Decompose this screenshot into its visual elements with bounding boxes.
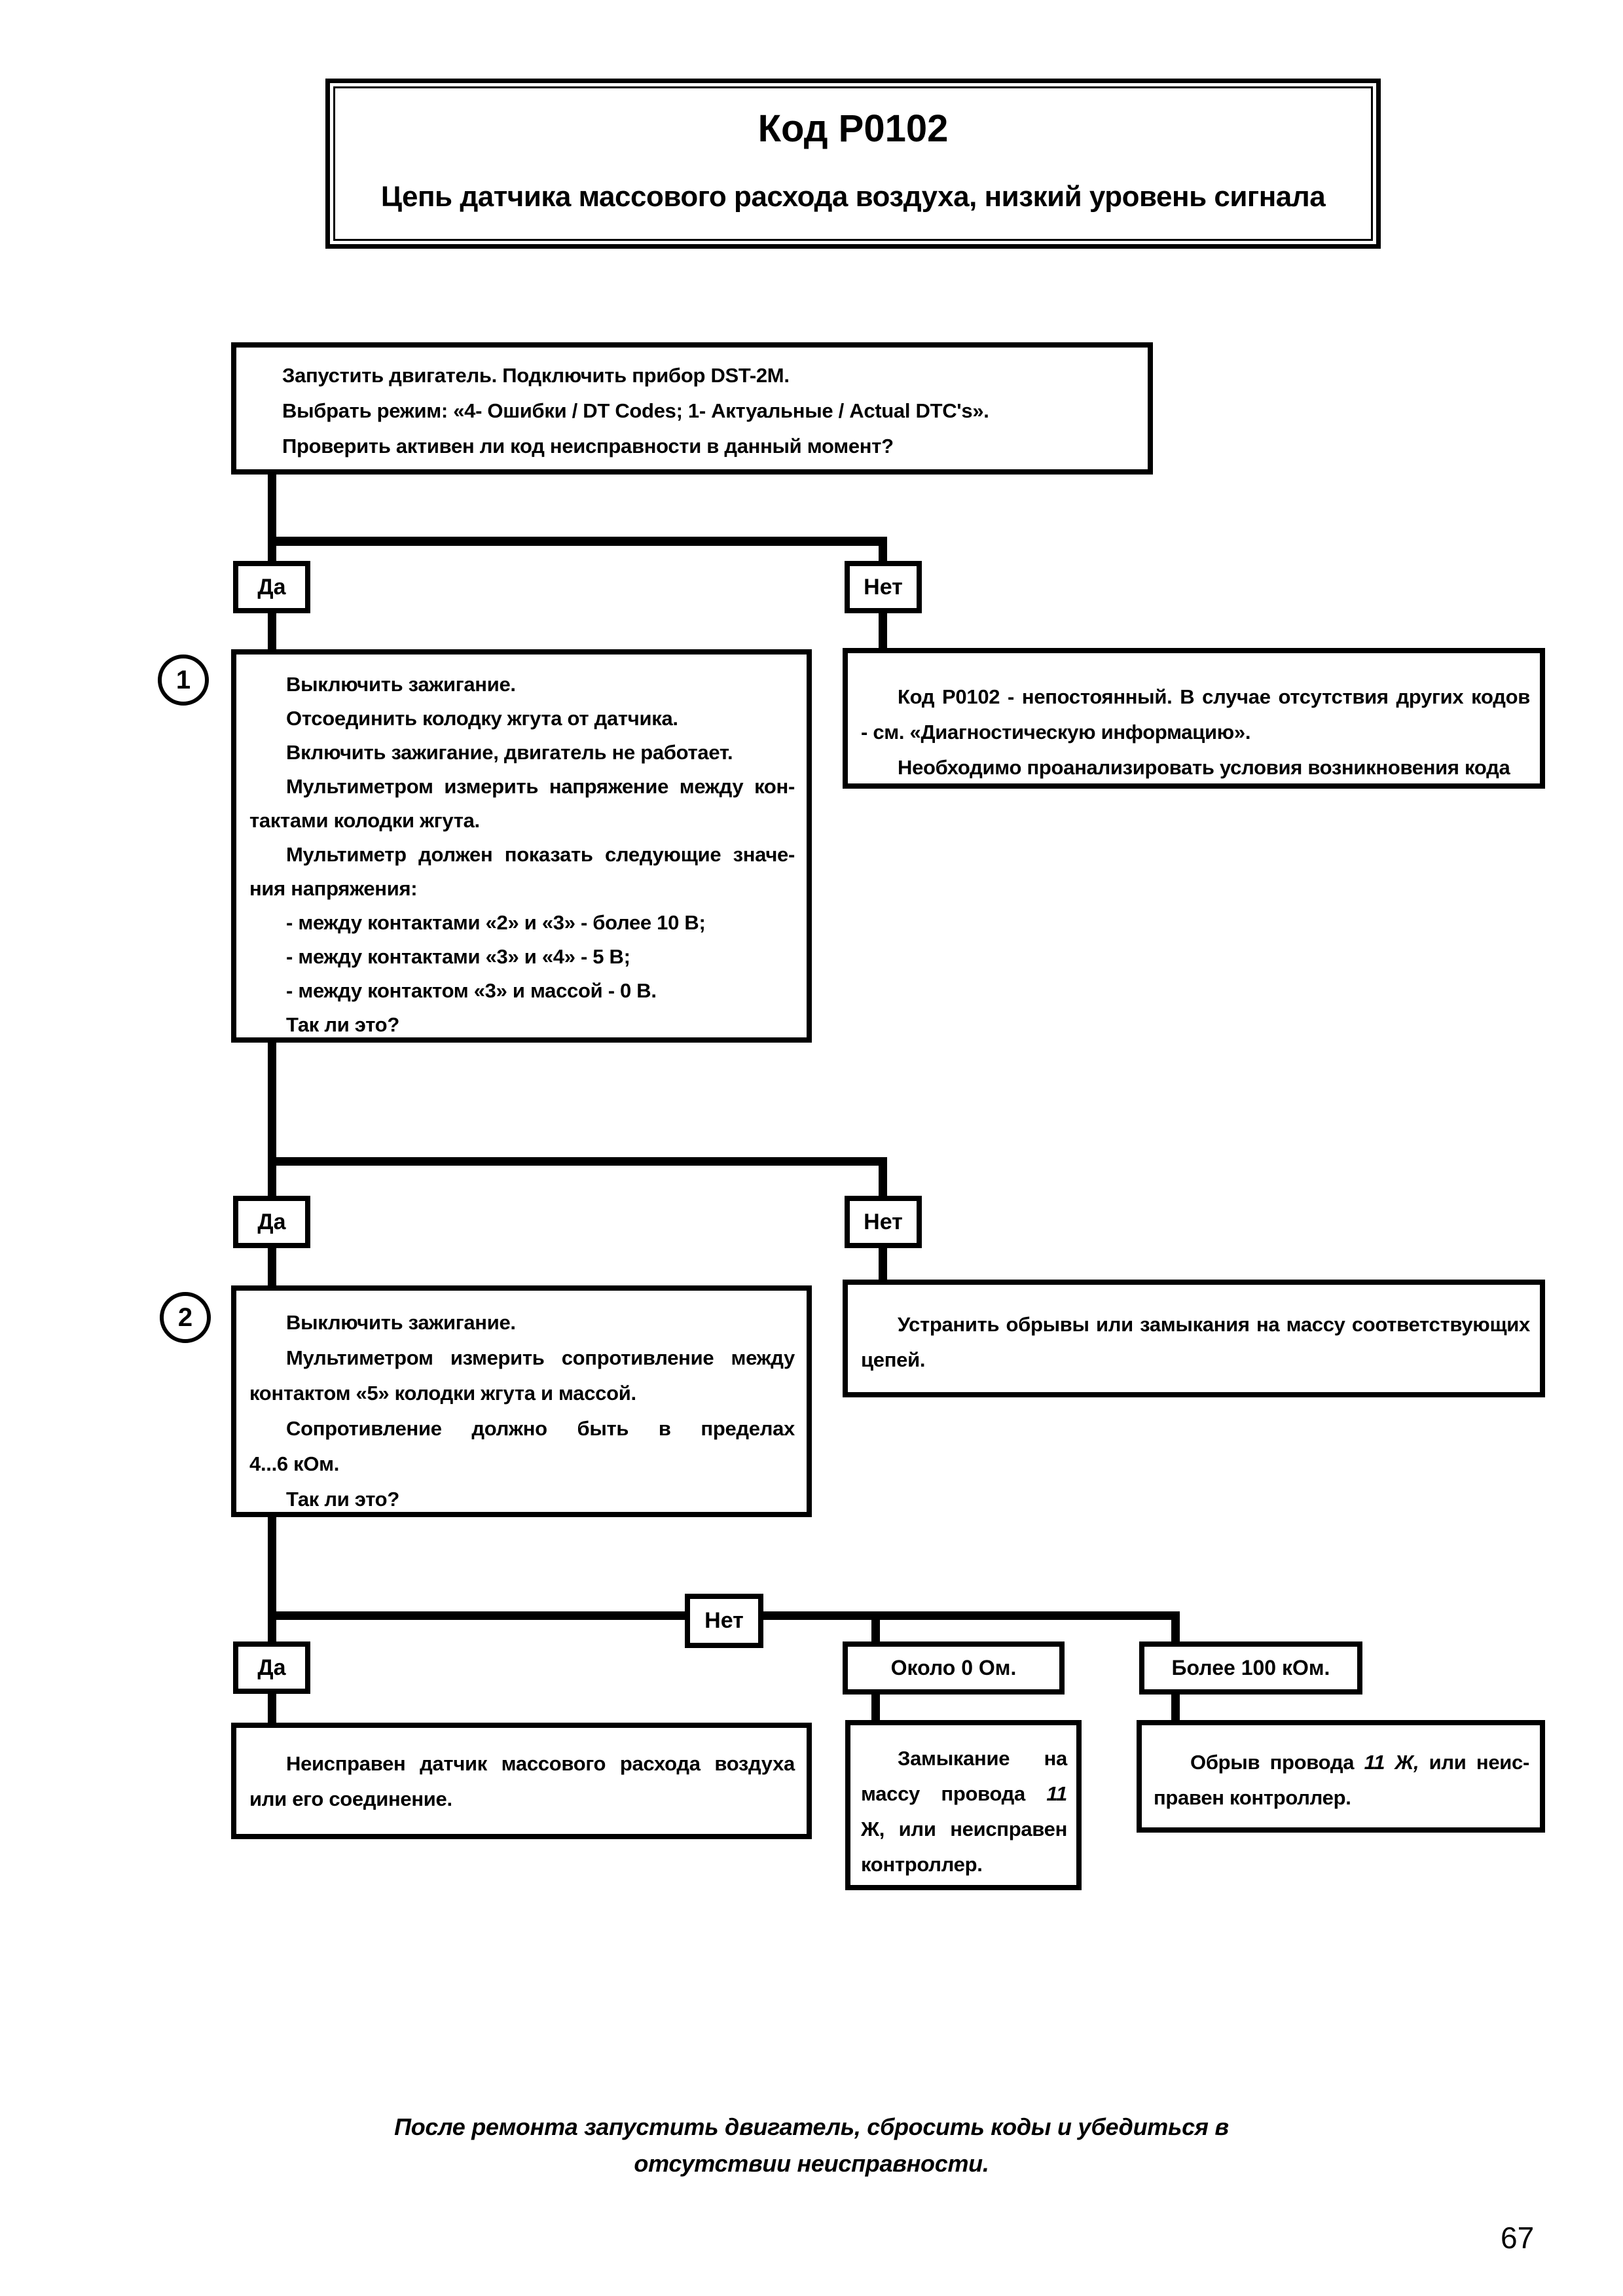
page-title: Код Р0102 (757, 107, 949, 150)
more-100k-box: Более 100 кОм. (1139, 1641, 1362, 1695)
start-line: Проверить активен ли код неисправности в… (282, 435, 894, 457)
connector-yes3-down (268, 1693, 276, 1724)
step1-line: Отсоединить колодку жгута от датчика. (286, 707, 678, 730)
wire-number-italic: 11 (1046, 1782, 1067, 1805)
step-circle-2: 2 (160, 1292, 211, 1343)
step1-line: Так ли это? (286, 1013, 399, 1036)
step1-line: Включить зажигание, двигатель не работае… (286, 741, 733, 764)
no-label-1: Нет (845, 561, 922, 613)
fix-circuits-line: Устранить обрывы или замыкания на массу … (898, 1313, 1530, 1336)
step2-line: Мультиметром измерить сопротивление межд… (286, 1346, 795, 1369)
short-to-ground-line: контроллер. (861, 1853, 983, 1876)
title-box: Код Р0102 Цепь датчика массового расхода… (325, 79, 1381, 249)
open-wire-line: Обрыв провода 11 Ж, или неис- (1190, 1751, 1529, 1774)
connector-branch2-no-drop (879, 1157, 887, 1197)
connector-more-100k-drop (1171, 1611, 1180, 1643)
step-circle-1: 1 (158, 655, 209, 706)
connector-about-zero-drop (871, 1611, 880, 1643)
short-to-ground-line: массу провода 11 (861, 1782, 1067, 1805)
no-label-text: Нет (864, 574, 903, 600)
intermittent-line: - см. «Диагностическую информацию». (861, 721, 1251, 744)
step2-line: 4...6 кОм. (249, 1452, 340, 1475)
short-to-ground-line: Замыкание на (898, 1747, 1067, 1770)
connector-about-zero-down (871, 1693, 880, 1721)
connector-step2-down (268, 1516, 276, 1643)
yes-label-3: Да (233, 1641, 310, 1694)
connector-no1-down (879, 612, 887, 650)
step-circle-2-number: 2 (177, 1302, 193, 1332)
yes-label-2: Да (233, 1196, 310, 1248)
no-label-text: Нет (864, 1209, 903, 1234)
footer-note: После ремонта запустить двигатель, сброс… (0, 2109, 1623, 2182)
step1-line: Мультиметр должен показать следующие зна… (286, 843, 795, 866)
connector-yes2-down (268, 1247, 276, 1287)
short-to-ground-line: Ж, или неисправен (861, 1818, 1067, 1840)
yes-label-text: Да (257, 1655, 286, 1680)
connector-start-down (268, 468, 276, 563)
yes-label-text: Да (257, 574, 286, 600)
more-100k-text: Более 100 кОм. (1171, 1656, 1330, 1679)
no-label-2: Нет (845, 1196, 922, 1248)
start-line: Запустить двигатель. Подключить прибор D… (282, 364, 790, 387)
step1-line: - между контактами «3» и «4» - 5 В; (286, 945, 630, 968)
no-label-3: Нет (685, 1594, 763, 1648)
connector-branch1-horizontal (268, 537, 882, 546)
step1-box: Выключить зажигание. Отсоединить колодку… (231, 649, 812, 1043)
step1-line: ния напряжения: (249, 877, 418, 900)
connector-yes1-down (268, 612, 276, 651)
intermittent-line: Необходимо проанализировать условия возн… (898, 756, 1510, 779)
step2-line: Так ли это? (286, 1488, 399, 1511)
step1-line: Мультиметром измерить напряжение между к… (286, 775, 795, 798)
faulty-sensor-line: Неисправен датчик массового расхода возд… (286, 1752, 795, 1775)
footer-line: отсутствии неисправности. (634, 2150, 989, 2177)
step2-line: контактом «5» колодки жгута и массой. (249, 1382, 636, 1405)
yes-label-1: Да (233, 561, 310, 613)
page-number: 67 (1501, 2221, 1535, 2255)
start-box: Запустить двигатель. Подключить прибор D… (231, 342, 1153, 475)
step1-line: - между контактами «2» и «3» - более 10 … (286, 911, 706, 934)
no-label-text: Нет (704, 1608, 744, 1633)
start-line: Выбрать режим: «4- Ошибки / DT Codes; 1-… (282, 399, 989, 422)
open-wire-box: Обрыв провода 11 Ж, или неис- правен кон… (1137, 1720, 1545, 1833)
step1-line: тактами колодки жгута. (249, 809, 480, 832)
connector-no2-down (879, 1247, 887, 1281)
open-wire-line: правен контроллер. (1154, 1786, 1351, 1809)
step2-box: Выключить зажигание. Мультиметром измери… (231, 1285, 812, 1517)
page-subtitle: Цепь датчика массового расхода воздуха, … (380, 181, 1326, 213)
connector-more-100k-down (1171, 1693, 1180, 1721)
footer-line: После ремонта запустить двигатель, сброс… (394, 2113, 1229, 2140)
fix-circuits-line: цепей. (861, 1348, 926, 1371)
step1-line: - между контактом «3» и массой - 0 В. (286, 979, 657, 1002)
step-circle-1-number: 1 (175, 665, 191, 694)
about-zero-box: Около 0 Ом. (843, 1641, 1065, 1695)
intermittent-line: Код Р0102 - непостоянный. В случае отсут… (898, 685, 1530, 708)
about-zero-text: Около 0 Ом. (890, 1656, 1017, 1679)
step2-line: Сопротивление должно быть в пределах (286, 1417, 795, 1440)
intermittent-code-box: Код Р0102 - непостоянный. В случае отсут… (843, 648, 1545, 789)
step2-line: Выключить зажигание. (286, 1311, 516, 1334)
fix-circuits-box: Устранить обрывы или замыкания на массу … (843, 1280, 1545, 1397)
title-box-inner-border: Код Р0102 Цепь датчика массового расхода… (333, 86, 1373, 241)
short-to-ground-box: Замыкание на массу провода 11 Ж, или неи… (845, 1720, 1082, 1890)
wire-number-italic: 11 Ж, (1364, 1751, 1419, 1774)
connector-step1-down (268, 1041, 276, 1197)
faulty-sensor-line: или его соединение. (249, 1787, 452, 1810)
yes-label-text: Да (257, 1209, 286, 1234)
faulty-sensor-box: Неисправен датчик массового расхода возд… (231, 1723, 812, 1839)
connector-branch2-horizontal (268, 1157, 882, 1166)
step1-line: Выключить зажигание. (286, 673, 516, 696)
connector-branch1-no-drop (879, 537, 887, 563)
